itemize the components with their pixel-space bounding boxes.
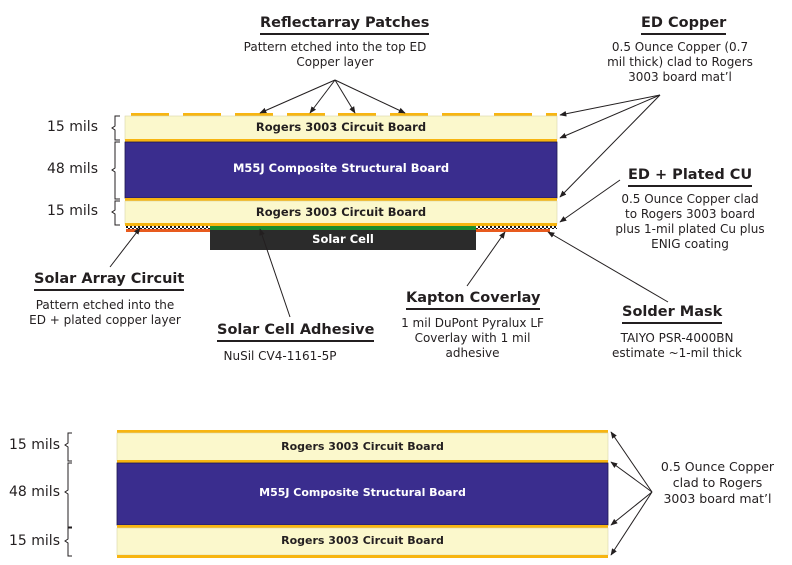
reflectarray-patch xyxy=(235,113,273,116)
solar-cell-adhesive-desc: NuSil CV4-1161-5P xyxy=(223,349,337,363)
reflectarray-patch xyxy=(131,113,169,116)
callout-arrows xyxy=(109,79,669,318)
solder-mask-title: Solder Mask xyxy=(622,303,723,324)
ed-plated-desc: 0.5 Ounce Copper clad to Rogers 3003 boa… xyxy=(615,192,765,251)
kapton-coverlay-right xyxy=(476,226,557,229)
solder-mask-desc: TAIYO PSR-4000BN estimate ~1-mil thick xyxy=(611,331,742,360)
bottom-top-copper xyxy=(117,430,608,433)
solar-array-circuit-title: Solar Array Circuit xyxy=(34,270,185,291)
bottom-diagram-top-rogers-label: Rogers 3003 Circuit Board xyxy=(281,440,444,453)
bottom-thickness-label-core: 48 mils xyxy=(9,484,60,500)
solar-array-circuit-desc: Pattern etched into the ED + plated copp… xyxy=(29,298,181,327)
reflectarray-patches xyxy=(131,113,557,116)
reflectarray-patch xyxy=(390,113,428,116)
bottom-bottom-rogers xyxy=(116,527,609,556)
reflectarray-patch xyxy=(183,113,221,116)
thickness-braces-top xyxy=(111,115,120,226)
thickness-label-core: 48 mils xyxy=(47,161,98,177)
ed-copper-title: ED Copper xyxy=(641,14,727,35)
reflectarray-patch xyxy=(442,113,480,116)
solar-cell xyxy=(210,230,476,250)
bottom-inner-copper xyxy=(125,198,557,201)
solder-mask-left xyxy=(126,229,210,232)
m55j-core xyxy=(124,141,558,199)
copper-note-arrows xyxy=(610,431,653,556)
reflectarray-desc: Pattern etched into the top ED Copper la… xyxy=(243,40,427,69)
bottom-diagram-bottom-rogers-label: Rogers 3003 Circuit Board xyxy=(281,534,444,547)
ed-plated-title: ED + Plated CU xyxy=(628,166,753,187)
bottom-thickness-label-bottom: 15 mils xyxy=(9,533,60,549)
bottom-rogers-label: Rogers 3003 Circuit Board xyxy=(255,205,427,219)
m55j-label: M55J Composite Structural Board xyxy=(232,161,450,175)
bottom-m55j-core xyxy=(116,462,609,526)
solar-cell-label: Solar Cell xyxy=(312,232,374,246)
top-rogers-board xyxy=(124,115,558,141)
bottom-diagram-m55j-label: M55J Composite Structural Board xyxy=(259,486,466,499)
bottom-thickness-label-top: 15 mils xyxy=(9,437,60,453)
ed-copper-desc: 0.5 Ounce Copper (0.7 mil thick) clad to… xyxy=(607,40,753,84)
reflectarray-patch xyxy=(546,113,557,116)
bottom-copper-4 xyxy=(117,555,608,558)
top-inner-copper xyxy=(125,139,557,142)
solar-cell-adhesive-layer xyxy=(210,226,476,230)
kapton-desc: 1 mil DuPont Pyralux LF Coverlay with 1 … xyxy=(401,316,544,360)
bottom-copper-3 xyxy=(117,525,608,528)
kapton-title: Kapton Coverlay xyxy=(406,289,541,310)
kapton-coverlay-left xyxy=(126,226,210,229)
thickness-label-top: 15 mils xyxy=(47,119,98,135)
reflectarray-patch xyxy=(494,113,532,116)
thickness-label-bottom: 15 mils xyxy=(47,203,98,219)
bottom-top-rogers xyxy=(116,432,609,462)
ed-plated-copper xyxy=(125,223,557,226)
solder-mask-right xyxy=(476,229,550,232)
bottom-copper-note: 0.5 Ounce Copper clad to Rogers 3003 boa… xyxy=(660,459,775,506)
reflectarray-patch xyxy=(338,113,376,116)
bottom-copper-2 xyxy=(117,460,608,463)
reflectarray-patch xyxy=(287,113,325,116)
reflectarray-title: Reflectarray Patches xyxy=(260,14,430,35)
top-rogers-label: Rogers 3003 Circuit Board xyxy=(255,120,427,134)
thickness-braces-bottom xyxy=(64,432,72,557)
solar-cell-adhesive-title: Solar Cell Adhesive xyxy=(217,321,375,342)
